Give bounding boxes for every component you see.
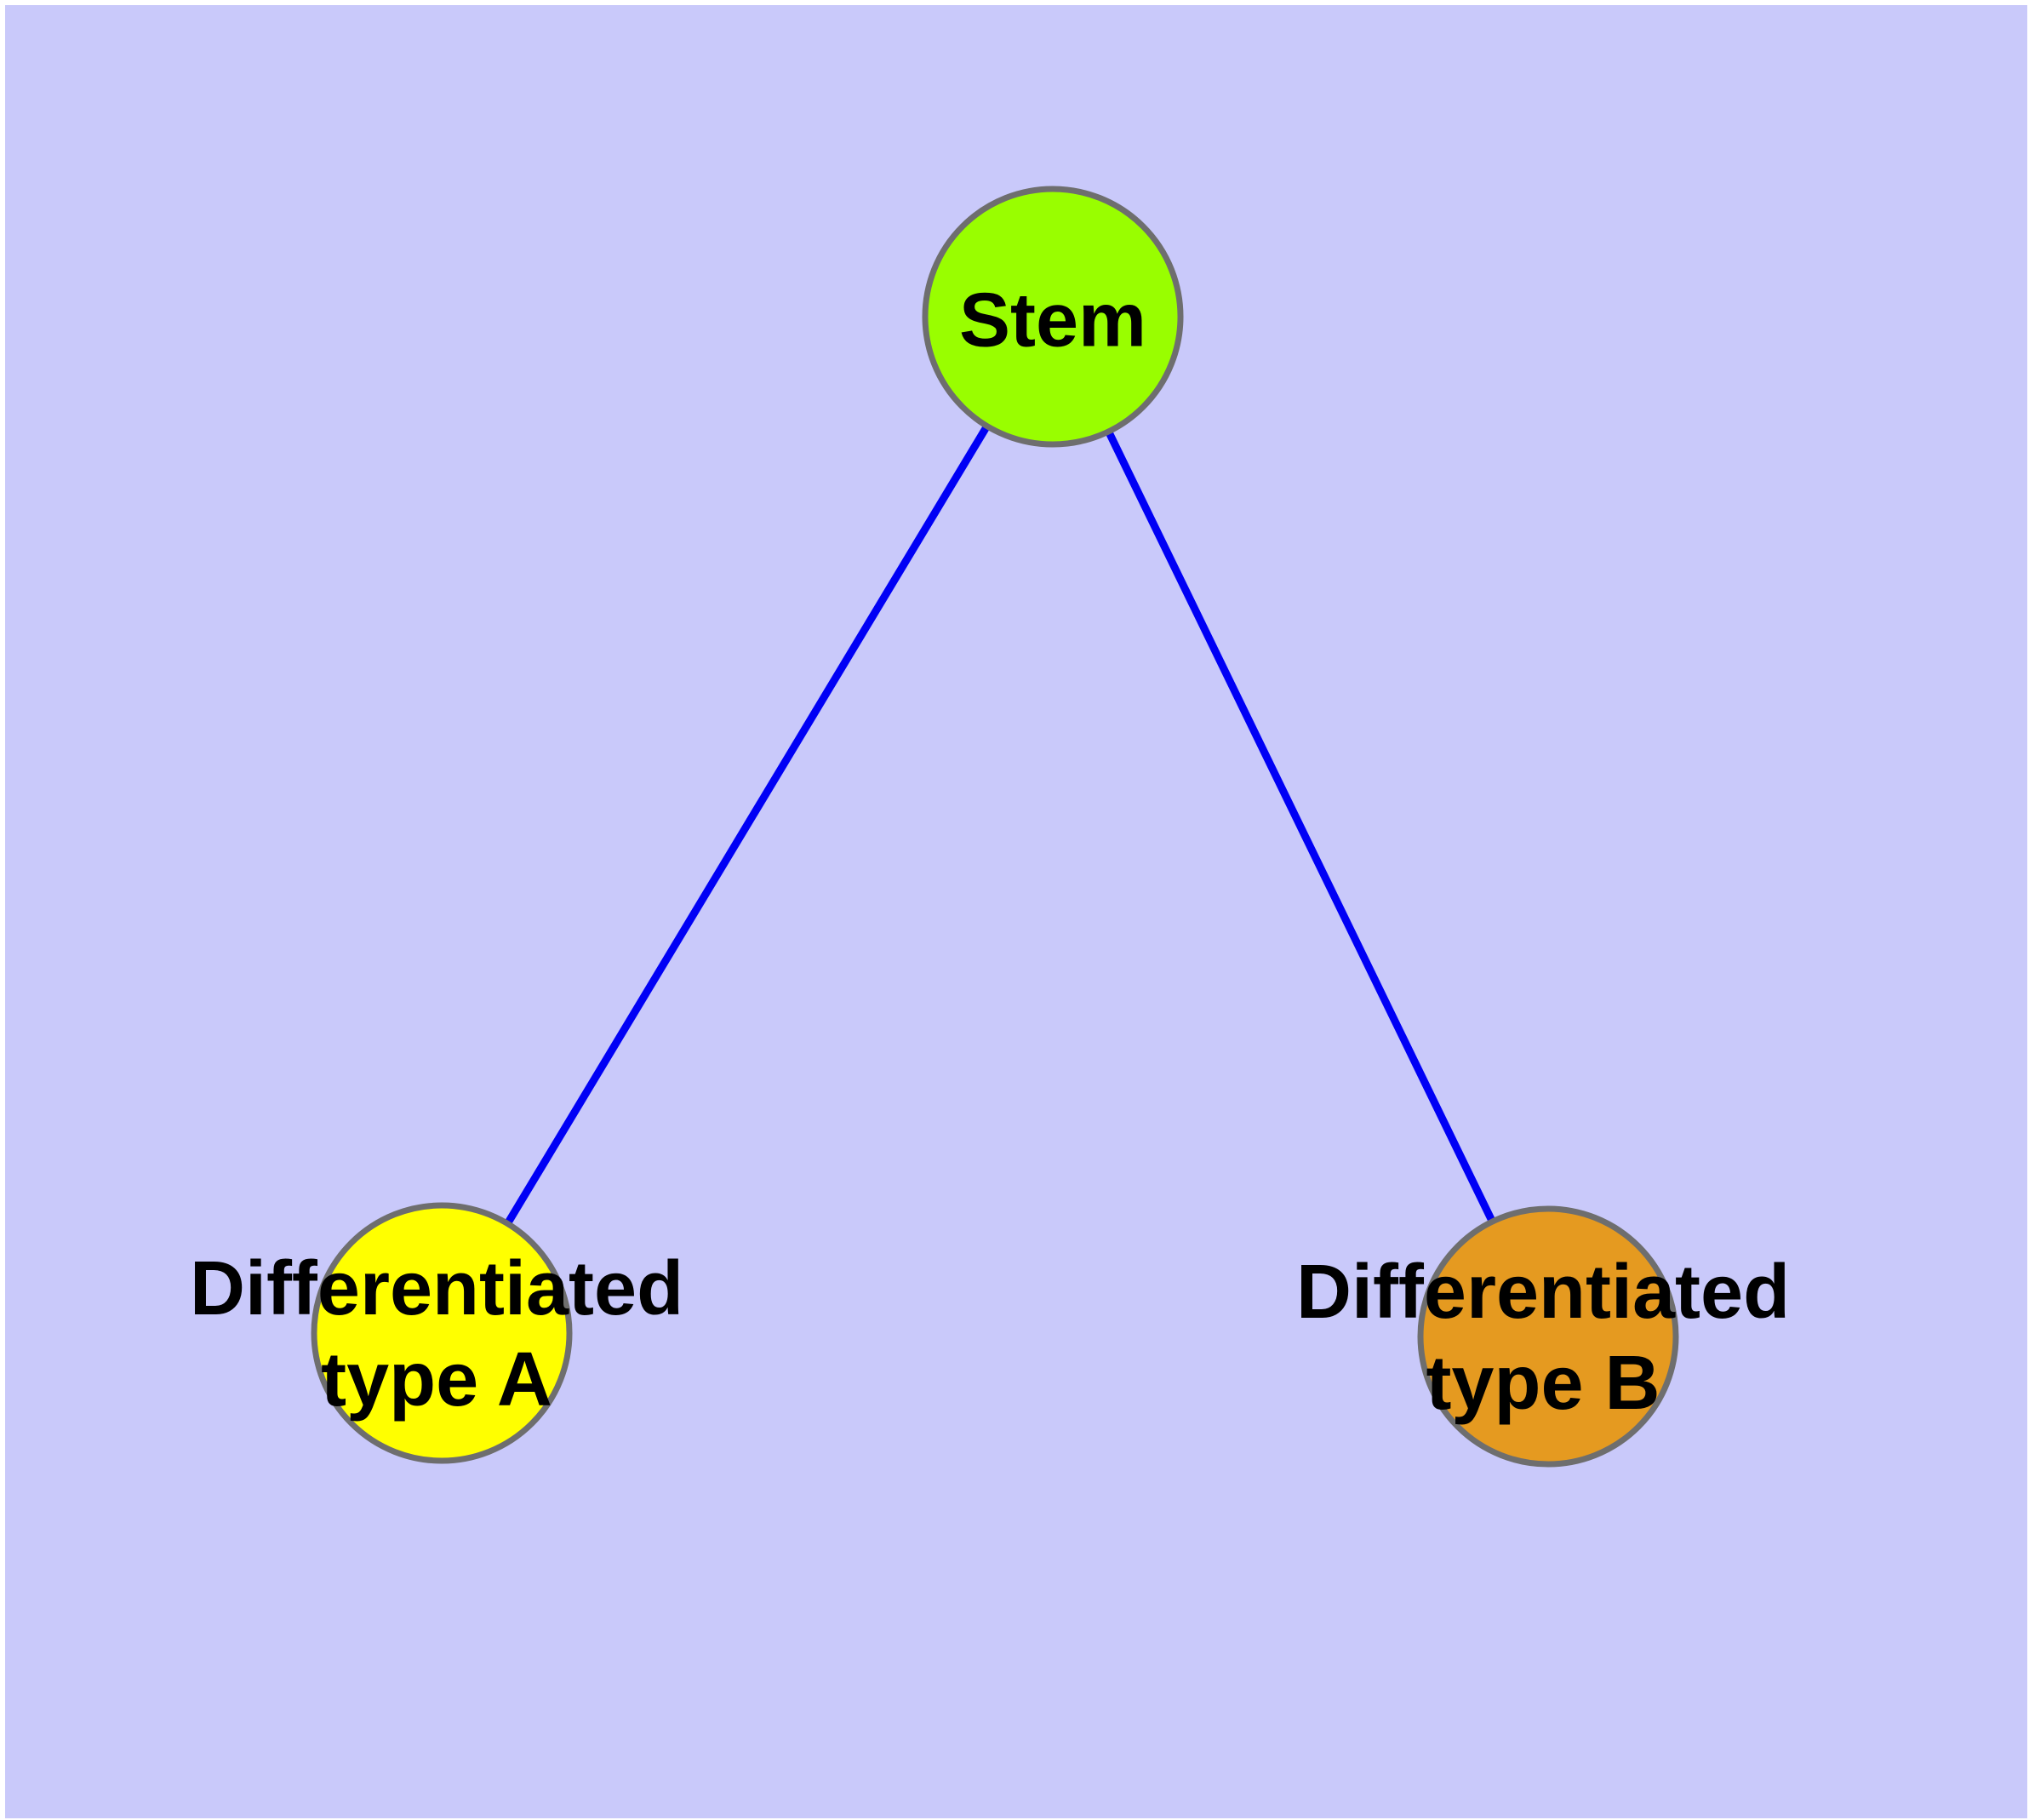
node-stem-circle: [922, 186, 1184, 448]
edge-stem-to-type-b: [1049, 315, 1552, 1338]
node-type-b-circle: [1417, 1205, 1679, 1468]
edge-stem-to-type-a: [438, 314, 1056, 1336]
node-type-a-circle: [311, 1202, 573, 1464]
